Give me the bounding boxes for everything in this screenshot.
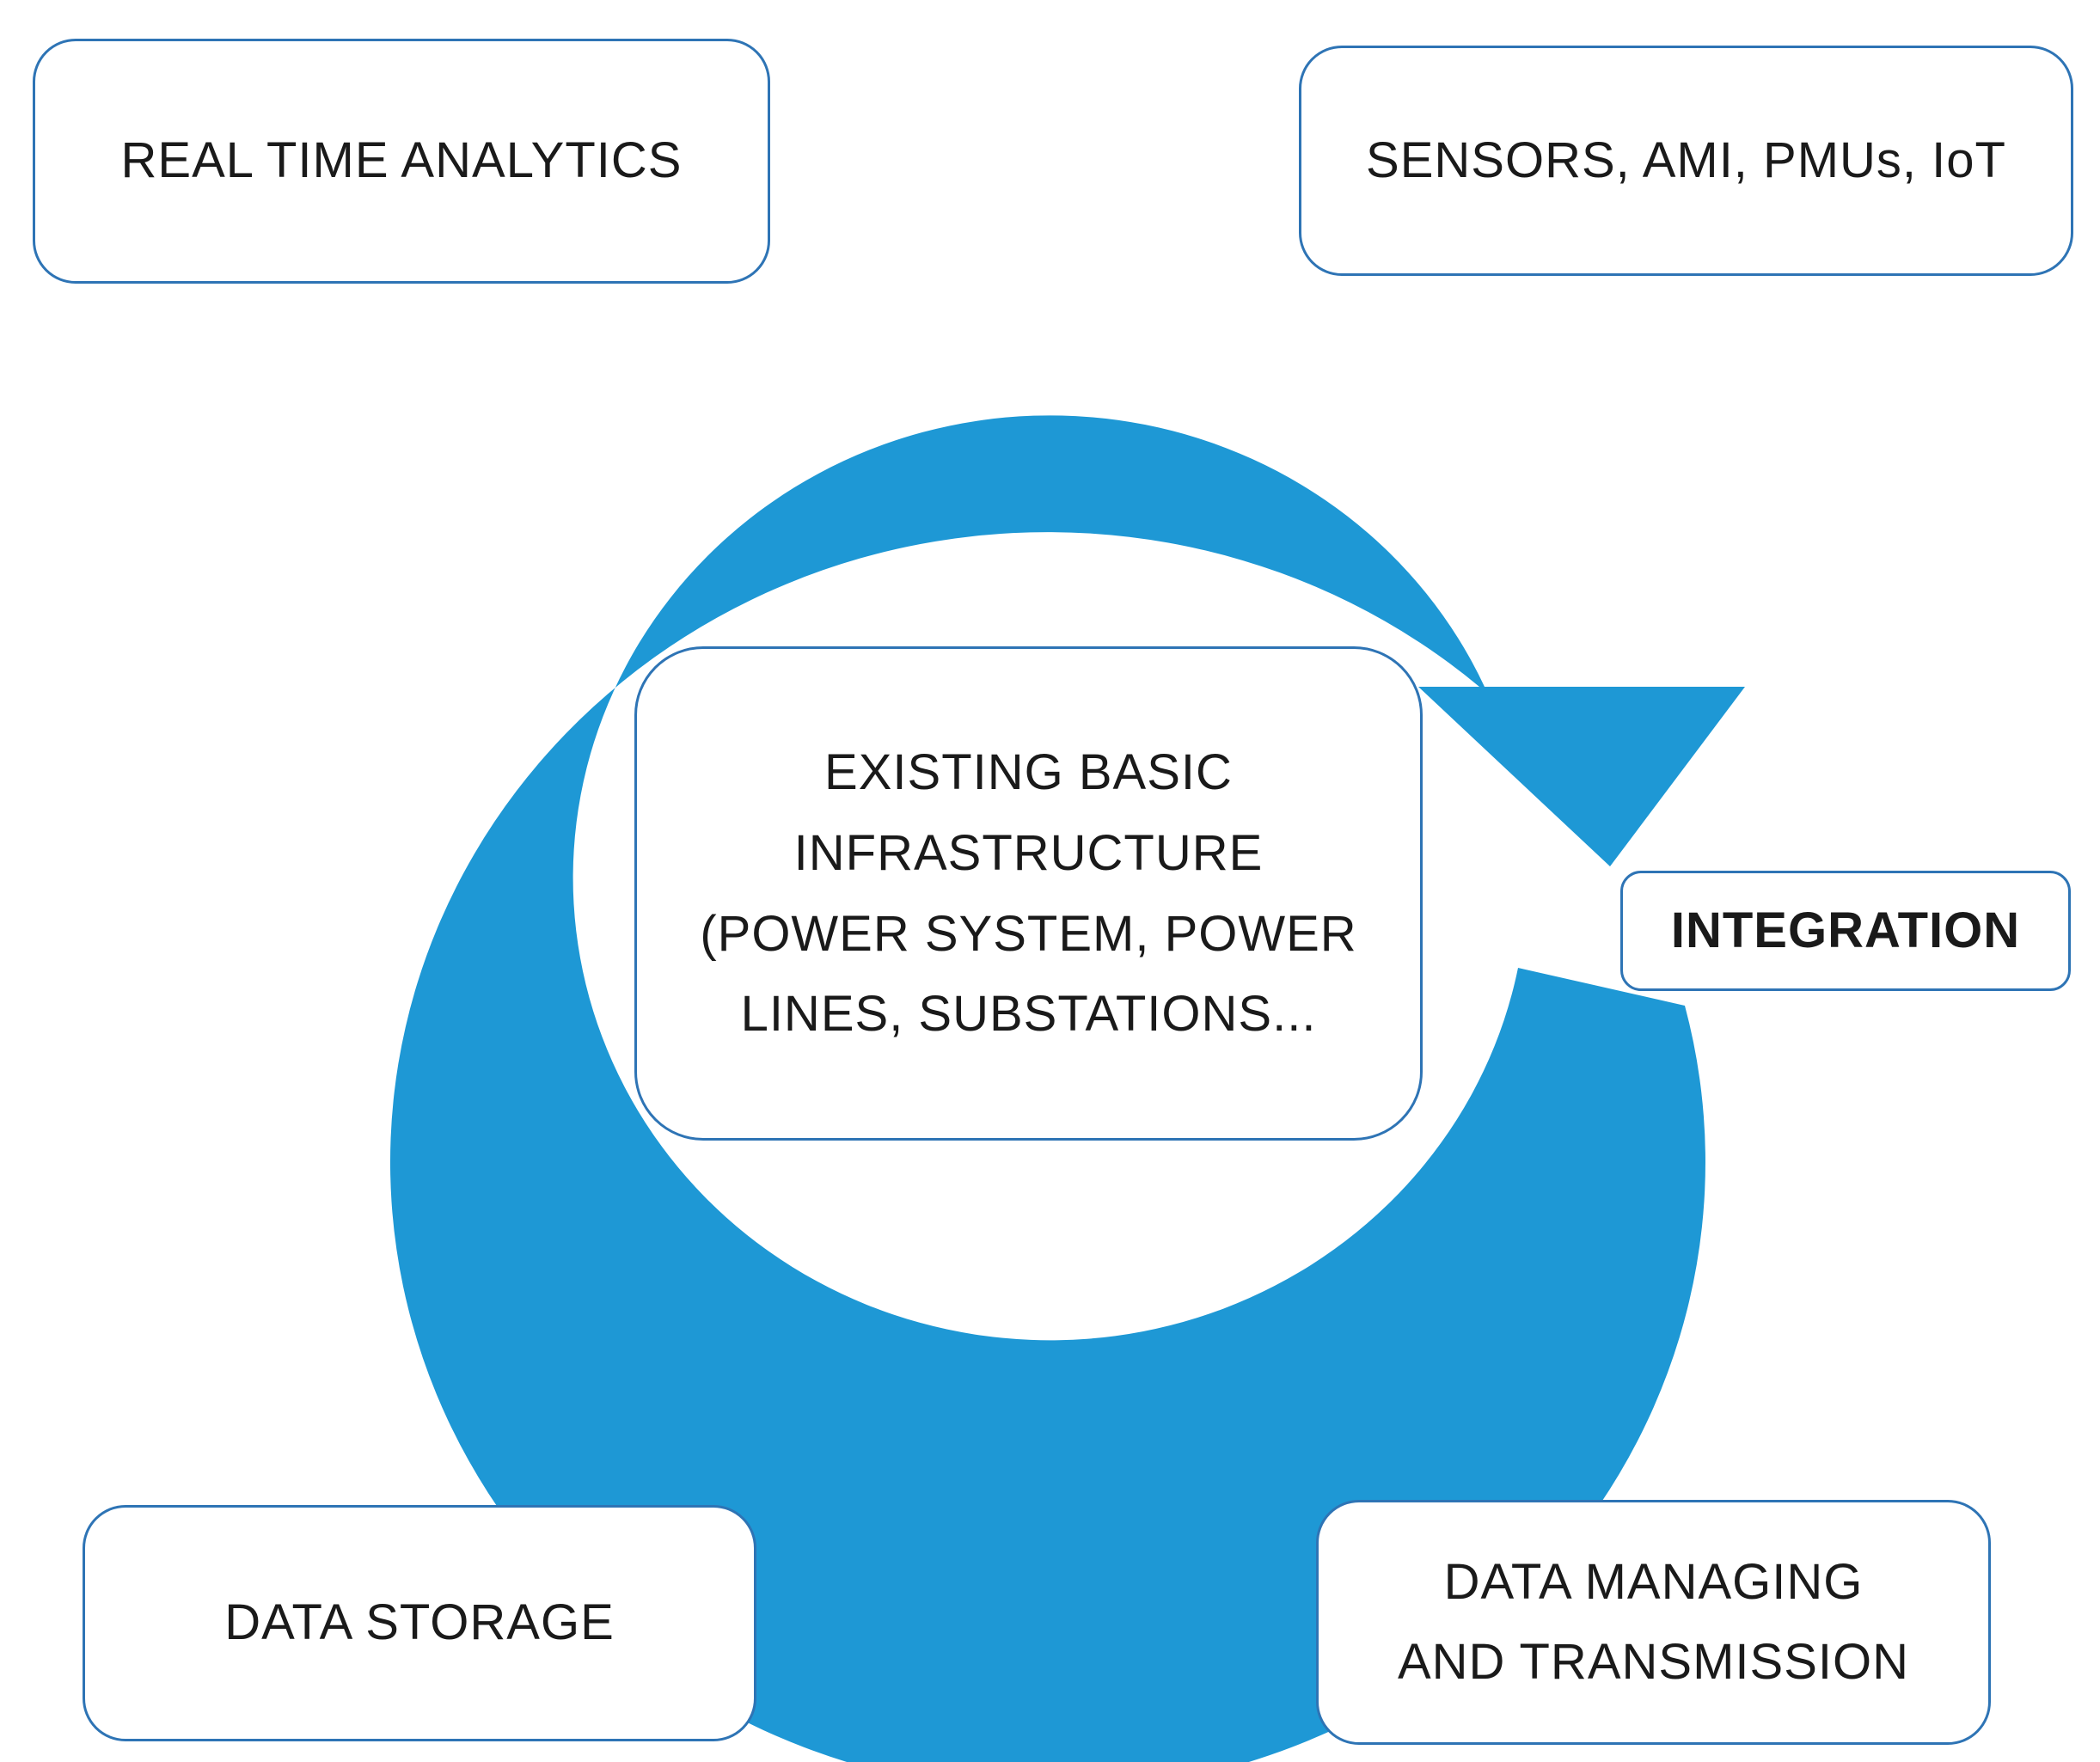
- existing-infrastructure-line: LINES, SUBSTATIONS...: [740, 986, 1317, 1043]
- data-transmission-line: AND TRANSMISSION: [1397, 1633, 1909, 1690]
- integration-label: INTEGRATION: [1670, 902, 2021, 958]
- sensors-label: SENSORS, AMI, PMUs, IoT: [1366, 132, 2006, 188]
- integration-box: INTEGRATION: [1620, 871, 2071, 991]
- existing-infrastructure-line: INFRASTRUCTURE: [793, 824, 1264, 881]
- real-time-analytics-label: REAL TIME ANALYTICS: [120, 132, 683, 189]
- circular-arrow: [389, 415, 1745, 1762]
- data-transmission-text: DATA MANAGING AND TRANSMISSION: [1398, 1543, 1909, 1703]
- existing-infrastructure-line: (POWER SYSTEM, POWER: [700, 905, 1357, 962]
- existing-infrastructure-box: EXISTING BASIC INFRASTRUCTURE (POWER SYS…: [634, 646, 1423, 1141]
- existing-infrastructure-line: EXISTING BASIC: [824, 743, 1233, 800]
- data-storage-box: DATA STORAGE: [83, 1505, 756, 1741]
- data-storage-label: DATA STORAGE: [224, 1594, 615, 1651]
- real-time-analytics-box: REAL TIME ANALYTICS: [33, 39, 770, 284]
- data-transmission-box: DATA MANAGING AND TRANSMISSION: [1316, 1500, 1991, 1745]
- sensors-box: SENSORS, AMI, PMUs, IoT: [1299, 46, 2073, 276]
- data-transmission-line: DATA MANAGING: [1443, 1553, 1864, 1610]
- existing-infrastructure-text: EXISTING BASIC INFRASTRUCTURE (POWER SYS…: [700, 732, 1356, 1055]
